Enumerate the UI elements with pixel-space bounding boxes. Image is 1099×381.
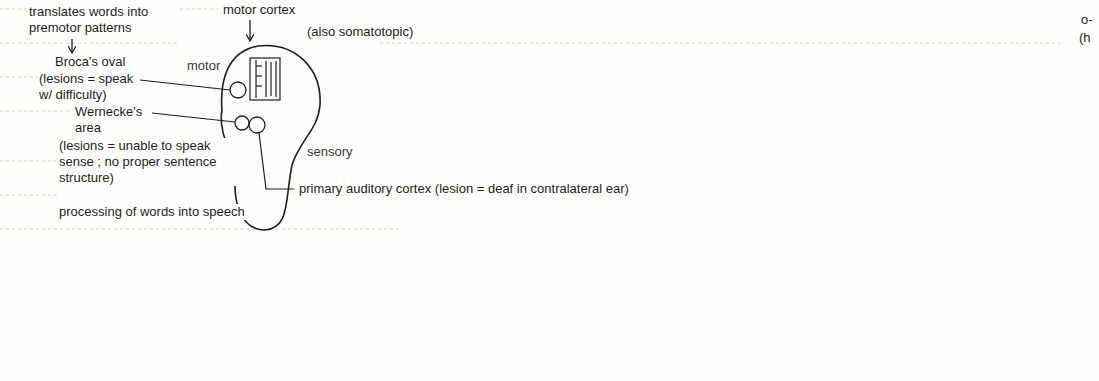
note-text: translates words into premotor patterns [28,4,180,36]
lesion-note: (lesions = unable to speak sense ; no pr… [58,138,245,186]
cut-text: o- [1080,12,1094,28]
broca-circle [230,82,246,98]
area-name: Wernecke's area [74,104,151,136]
down-arrow [71,39,72,52]
part-name: primary auditory cortex (lesion = deaf i… [298,181,630,197]
auditory-circle [249,117,265,133]
region-name: motor [186,58,221,74]
note-text: (also somatotopic) [306,24,414,40]
note-text: processing of words into speech [58,204,246,220]
lesion-note: (lesions = speak w/ difficulty) [38,71,140,103]
part-name: motor cortex [222,2,296,18]
down-arrow [249,20,250,40]
ruled-lines [0,9,1060,229]
cut-text: (h [1078,30,1092,46]
area-name: Broca's oval [54,54,126,70]
wernicke-circle [235,116,249,130]
motor-strip [250,58,280,100]
region-name: sensory [306,144,354,160]
